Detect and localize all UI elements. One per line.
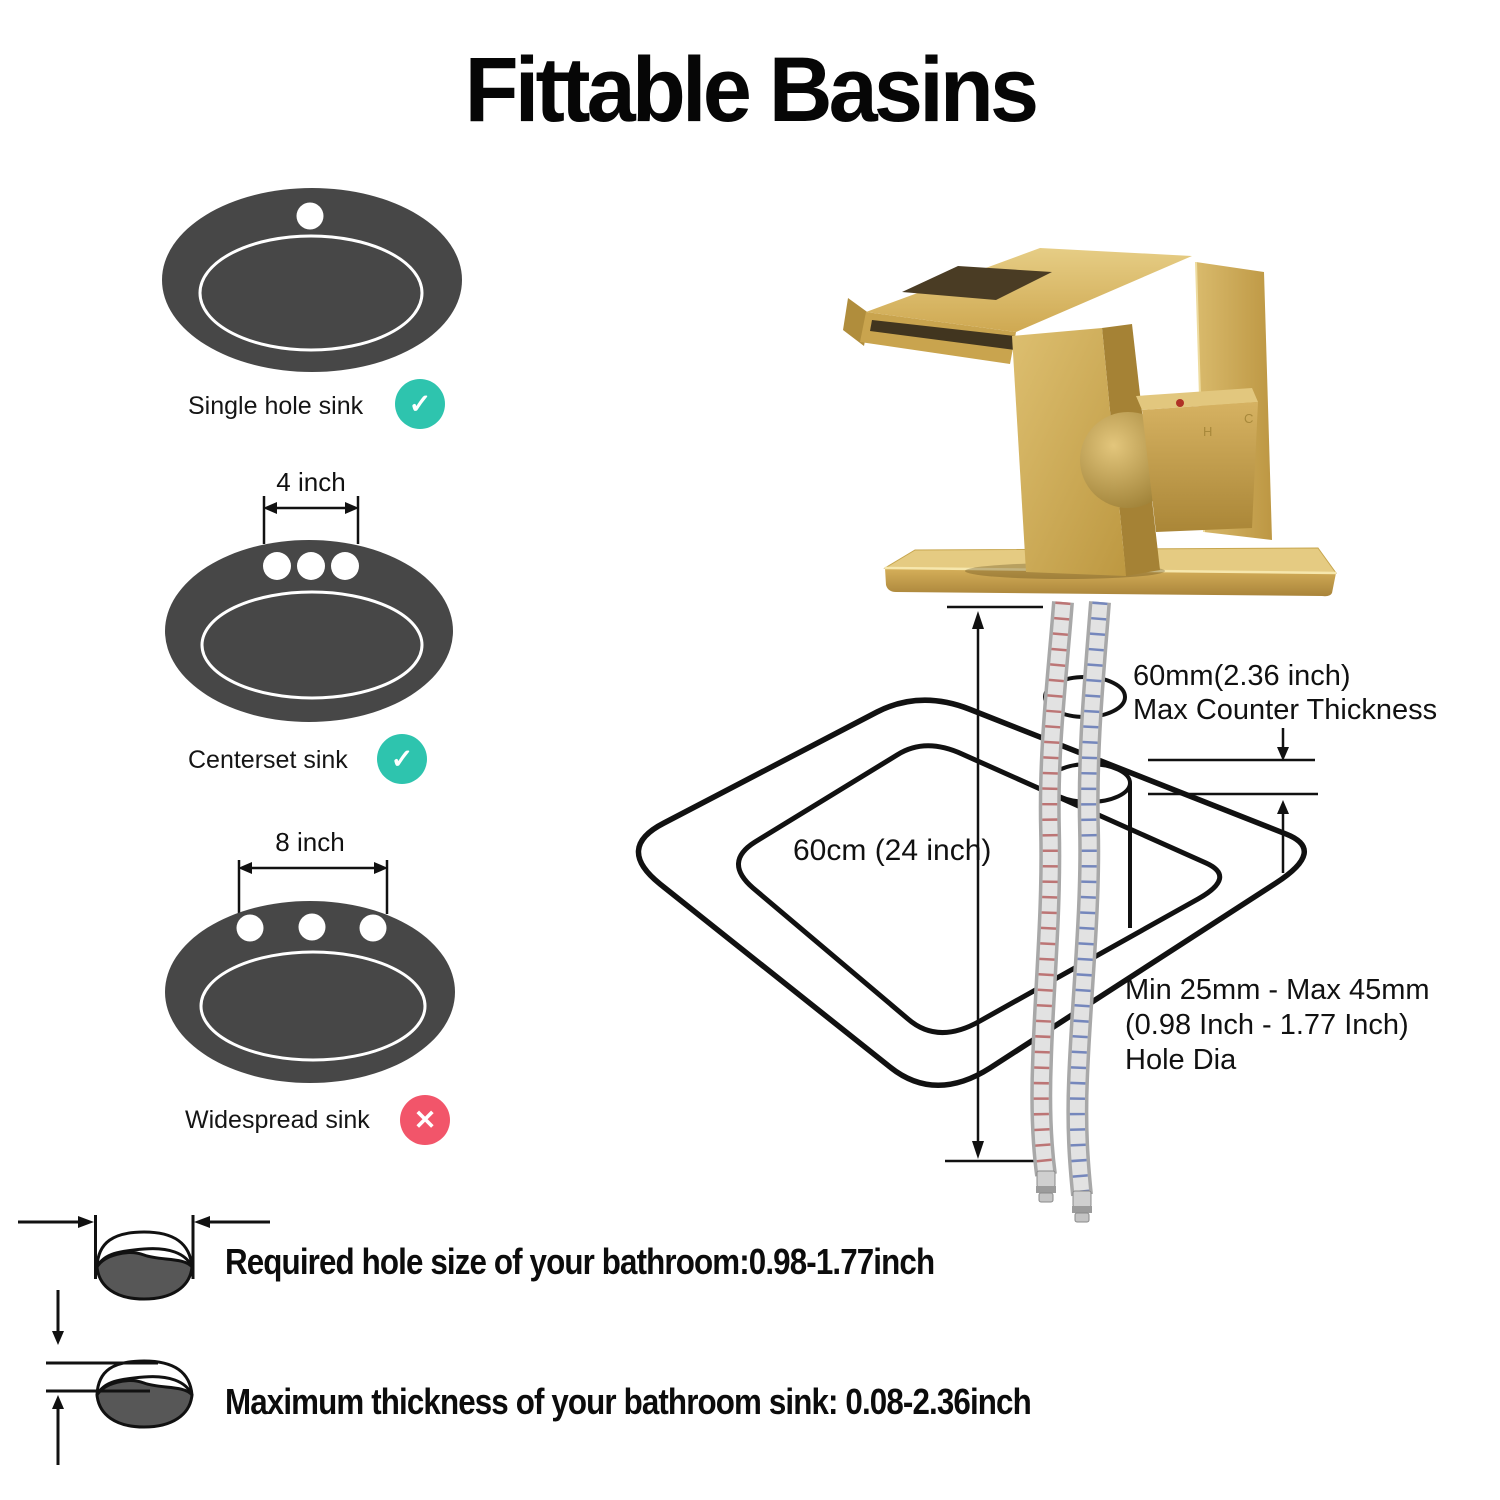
counter-thickness-text-line2: Max Counter Thickness: [1133, 694, 1437, 726]
faucet-hole: [331, 552, 359, 580]
sink-top-shape: [162, 188, 462, 372]
widespread-sink-diagram: 8 inch: [165, 827, 455, 1083]
thickness-note: Maximum thickness of your bathroom sink:…: [225, 1381, 1032, 1422]
basin-outline: [198, 234, 424, 352]
arrowhead-right: [345, 502, 359, 514]
dimension-lines: [237, 860, 389, 914]
arrowhead-down: [52, 1331, 64, 1345]
spout-trough: [870, 320, 1050, 354]
basin-outline: [200, 590, 424, 700]
spout-opening: [902, 266, 1052, 300]
arrowhead-up: [1277, 800, 1289, 814]
check-glyph: ✓: [408, 388, 432, 419]
height-dimension: [945, 605, 1043, 1163]
cold-marking: C: [1244, 411, 1253, 426]
cross-icon: ✕: [400, 1095, 450, 1145]
faucet-hole: [359, 914, 387, 942]
basin-outline: [199, 950, 427, 1062]
sink-body-cross-section: [95, 1379, 194, 1429]
arrowhead-left: [238, 862, 252, 874]
faucet-hole: [263, 552, 291, 580]
thickness-lines: [46, 1361, 158, 1393]
sink-type-label: Centerset sink: [188, 746, 348, 774]
hole-dia-text-line1: Min 25mm - Max 45mm: [1125, 974, 1430, 1006]
body-front-face: [1012, 328, 1126, 576]
faucet-hole: [297, 552, 325, 580]
single-hole-sink-diagram: [162, 188, 462, 372]
counter-thickness-text-line1: 60mm(2.36 inch): [1133, 660, 1351, 692]
counter-thickness-dimension: [1148, 728, 1318, 873]
faucet-hole: [236, 914, 264, 942]
faucet: H C: [843, 248, 1272, 576]
arrowhead-left: [194, 1216, 210, 1228]
arrowhead-up: [972, 611, 984, 629]
check-icon: ✓: [395, 379, 445, 429]
hole-size-pictogram: [18, 1215, 270, 1301]
dimension-lines: [262, 496, 360, 544]
arrowhead-right: [78, 1216, 94, 1228]
hole-cross-section: [95, 1251, 194, 1301]
sink-top-shape: [165, 901, 455, 1083]
page-title: Fittable Basins: [464, 39, 1039, 141]
dimension-label: 4 inch: [276, 467, 345, 497]
hole-size-note: Required hole size of your bathroom:0.98…: [225, 1241, 935, 1282]
check-glyph: ✓: [390, 743, 414, 774]
supply-hoses: [1030, 601, 1111, 1197]
handle-lever: [1142, 402, 1258, 532]
arrowhead-up: [52, 1395, 64, 1409]
arrowhead-down: [972, 1141, 984, 1159]
sink-top-shape: [165, 540, 453, 722]
dimension-label: 8 inch: [275, 827, 344, 857]
handle-lever-top: [1136, 388, 1258, 410]
hole-dia-text-line2: (0.98 Inch - 1.77 Inch): [1125, 1009, 1409, 1041]
hole-dia-text-line3: Hole Dia: [1125, 1044, 1237, 1076]
faucet-hole: [296, 202, 324, 230]
centerset-sink-diagram: 4 inch: [165, 467, 453, 722]
hot-marking: H: [1203, 424, 1212, 439]
arrowhead-left: [263, 502, 277, 514]
sink-type-label: Single hole sink: [188, 392, 364, 420]
faucet-hole: [298, 913, 326, 941]
sink-type-label: Widespread sink: [185, 1106, 370, 1134]
spout-top-face: [866, 248, 1192, 332]
temp-indicator-dot: [1176, 399, 1184, 407]
hose-fittings: [1036, 1170, 1092, 1223]
check-icon: ✓: [377, 734, 427, 784]
thickness-pictogram: [46, 1290, 194, 1465]
arrowhead-down: [1277, 747, 1289, 761]
arrowhead-right: [374, 862, 388, 874]
sink-width-text: 60cm (24 inch): [793, 834, 991, 867]
cross-glyph: ✕: [413, 1104, 437, 1135]
installation-diagram: 60mm(2.36 inch) Max Counter Thickness 60…: [635, 248, 1437, 1223]
